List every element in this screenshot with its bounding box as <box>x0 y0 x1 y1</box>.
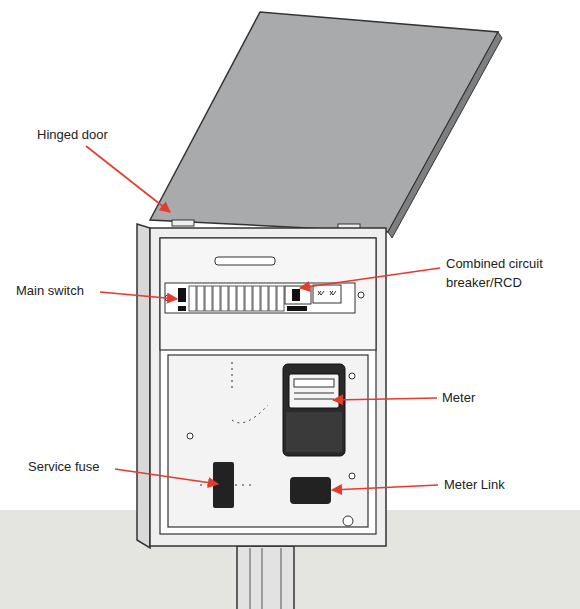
combined-breaker-rcd <box>285 286 311 304</box>
meter <box>283 364 345 456</box>
part-label: Hinged door <box>37 125 108 144</box>
circuit-breaker <box>189 286 196 311</box>
part-label: Meter Link <box>444 475 505 494</box>
screws <box>165 292 364 526</box>
circuit-breaker <box>205 286 212 311</box>
leader-lines <box>86 146 440 490</box>
part-label: Service fuse <box>28 457 100 476</box>
circuit-breaker <box>221 286 228 311</box>
hinged-door <box>150 12 502 238</box>
meter-link <box>290 477 331 504</box>
circuit-breaker <box>197 286 204 311</box>
circuit-breaker <box>229 286 236 311</box>
service-fuse <box>213 462 234 508</box>
circuit-breaker <box>237 286 244 311</box>
part-label: Main switch <box>16 281 84 300</box>
meter-box <box>137 224 386 548</box>
power-outlet <box>313 285 341 303</box>
circuit-breaker <box>277 286 284 311</box>
circuit-breaker <box>253 286 260 311</box>
switchboard <box>165 283 355 313</box>
part-label: Combined circuit breaker/RCD <box>446 254 568 292</box>
pole <box>237 546 294 609</box>
circuit-breaker <box>261 286 268 311</box>
main-switch <box>178 288 186 302</box>
circuit-breaker <box>245 286 252 311</box>
circuit-breaker <box>269 286 276 311</box>
circuit-breaker <box>213 286 220 311</box>
part-label: Meter <box>442 388 475 407</box>
